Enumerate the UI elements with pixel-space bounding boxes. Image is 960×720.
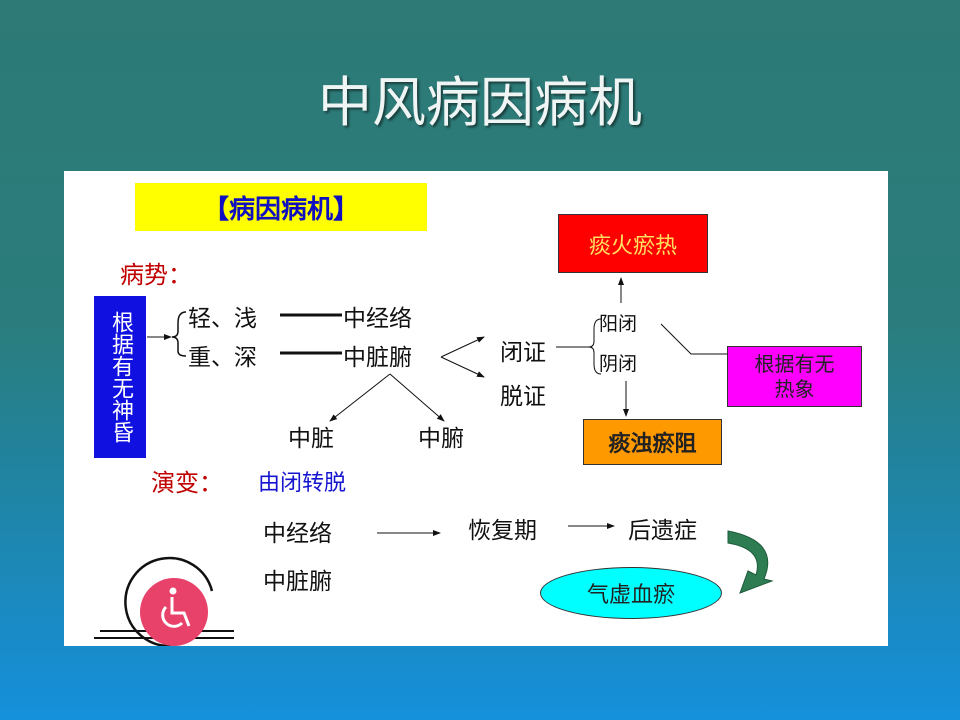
diagram-panel: 【病因病机】 病势： 根据有无神昏 轻、浅 重、深 中经络 中脏腑 中脏 中腑 … bbox=[64, 171, 888, 646]
phlegm-turbid-box: 痰浊瘀阻 bbox=[583, 419, 722, 465]
meridian-label: 中经络 bbox=[343, 306, 412, 332]
zangfu-label: 中脏腑 bbox=[343, 345, 412, 371]
severe-label: 重、深 bbox=[188, 345, 257, 371]
qi-blood-ellipse: 气虚血瘀 bbox=[540, 567, 722, 619]
basis-box: 根据有无神昏 bbox=[94, 296, 146, 458]
evolution-text: 由闭转脱 bbox=[258, 471, 347, 496]
sequelae-label: 后遗症 bbox=[628, 518, 697, 544]
closed-syndrome-label: 闭证 bbox=[500, 340, 546, 366]
fu-label: 中腑 bbox=[418, 426, 464, 452]
evo-meridian-label: 中经络 bbox=[263, 521, 332, 547]
section-label-evolution: 演变： bbox=[151, 469, 223, 497]
mild-label: 轻、浅 bbox=[188, 306, 257, 332]
collapse-syndrome-label: 脱证 bbox=[500, 384, 546, 410]
header-label: 【病因病机】 bbox=[135, 183, 427, 231]
heat-basis-box: 根据有无热象 bbox=[727, 346, 862, 407]
yang-closed-label: 阳闭 bbox=[599, 313, 638, 335]
yin-closed-label: 阴闭 bbox=[599, 353, 638, 375]
section-label-trend: 病势： bbox=[120, 261, 192, 289]
curved-arrow-icon bbox=[727, 530, 774, 594]
slide-title: 中风病因病机 bbox=[318, 71, 642, 134]
connector-lines bbox=[147, 277, 774, 594]
recovery-label: 恢复期 bbox=[468, 518, 537, 544]
phlegm-fire-box: 痰火瘀热 bbox=[558, 214, 708, 273]
zang-label: 中脏 bbox=[288, 426, 334, 452]
evo-zangfu-label: 中脏腑 bbox=[263, 569, 332, 595]
